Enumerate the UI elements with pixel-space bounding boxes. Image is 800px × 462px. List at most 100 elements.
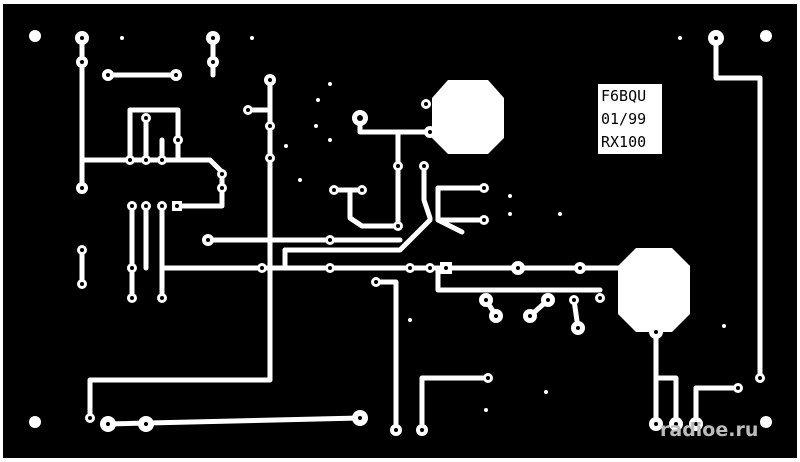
mounting-hole	[29, 416, 41, 428]
drill-hole	[598, 296, 602, 300]
drill-hole	[106, 73, 110, 77]
drill-hole	[160, 296, 164, 300]
drill-hole	[758, 376, 762, 380]
drill-hole	[80, 36, 84, 40]
via	[678, 36, 682, 40]
drill-hole	[106, 422, 110, 426]
via	[328, 82, 332, 86]
via	[328, 138, 332, 142]
drill-hole	[211, 60, 215, 64]
drill-hole	[268, 78, 272, 82]
trace	[175, 157, 225, 191]
drill-hole	[175, 204, 179, 208]
drill-hole	[482, 186, 486, 190]
drill-hole	[174, 73, 178, 77]
drill-hole	[211, 36, 215, 40]
drill-hole	[654, 422, 658, 426]
trace	[435, 265, 603, 293]
drill-hole	[332, 188, 336, 192]
drill-hole	[220, 172, 224, 176]
drill-hole	[694, 422, 698, 426]
drill-hole	[420, 428, 424, 432]
drill-hole	[482, 218, 486, 222]
pad-group	[425, 261, 663, 339]
drill-hole	[144, 422, 148, 426]
copper-pour-top	[432, 80, 504, 154]
pad-group	[85, 30, 765, 436]
drill-hole	[422, 164, 426, 168]
mounting-hole	[29, 30, 41, 42]
drill-hole	[130, 266, 134, 270]
copper-pours	[432, 80, 690, 332]
trace	[421, 163, 433, 221]
trace	[653, 375, 679, 427]
drill-hole	[674, 422, 678, 426]
drill-hole	[394, 428, 398, 432]
drill-hole	[144, 116, 148, 120]
drill-hole	[144, 158, 148, 162]
drill-hole	[128, 158, 132, 162]
pads	[75, 30, 765, 436]
board-label-background	[598, 84, 662, 154]
mounting-hole	[760, 30, 772, 42]
drill-hole	[444, 266, 448, 270]
via	[316, 98, 320, 102]
drill-hole	[268, 156, 272, 160]
via	[284, 144, 288, 148]
board-label-line1: F6BQU	[601, 87, 646, 105]
drill-hole	[396, 164, 400, 168]
via	[298, 178, 302, 182]
copper-pour-right	[618, 248, 690, 332]
trace	[282, 217, 433, 253]
trace	[175, 185, 225, 209]
drill-hole	[486, 376, 490, 380]
drill-hole	[130, 296, 134, 300]
pad-group	[202, 74, 489, 287]
drill-hole	[130, 204, 134, 208]
drill-hole	[576, 326, 580, 330]
mounting-hole	[760, 416, 772, 428]
drill-hole	[357, 115, 363, 121]
via	[508, 194, 512, 198]
board-label-line2: 01/99	[601, 110, 646, 128]
drill-hole	[88, 416, 92, 420]
drill-hole	[736, 386, 740, 390]
drill-hole	[494, 314, 498, 318]
drill-hole	[572, 298, 576, 302]
via	[558, 212, 562, 216]
drill-hole	[428, 130, 432, 134]
drill-hole	[654, 330, 658, 334]
trace	[347, 187, 401, 229]
drill-hole	[80, 60, 84, 64]
via	[408, 318, 412, 322]
drill-hole	[428, 266, 432, 270]
via	[314, 124, 318, 128]
drill-hole	[80, 186, 84, 190]
drill-hole	[328, 238, 332, 242]
watermark-text: radioe.ru	[660, 419, 758, 441]
drill-hole	[374, 280, 378, 284]
drill-hole	[80, 248, 84, 252]
drill-hole	[80, 282, 84, 286]
drill-hole	[546, 298, 550, 302]
drill-hole	[528, 314, 532, 318]
via	[722, 324, 726, 328]
mounting-holes	[29, 30, 772, 428]
drill-hole	[220, 186, 224, 190]
via	[250, 36, 254, 40]
trace	[373, 279, 399, 433]
board-label: F6BQU 01/99 RX100	[598, 84, 662, 154]
drill-hole	[360, 188, 364, 192]
drill-hole	[358, 416, 362, 420]
trace	[435, 185, 465, 235]
drill-hole	[424, 102, 428, 106]
drill-hole	[578, 266, 582, 270]
pad-group	[75, 31, 227, 303]
vias	[120, 36, 726, 412]
drill-hole	[714, 36, 718, 40]
via	[484, 408, 488, 412]
trace	[713, 35, 763, 381]
trace	[127, 107, 181, 143]
via	[120, 36, 124, 40]
